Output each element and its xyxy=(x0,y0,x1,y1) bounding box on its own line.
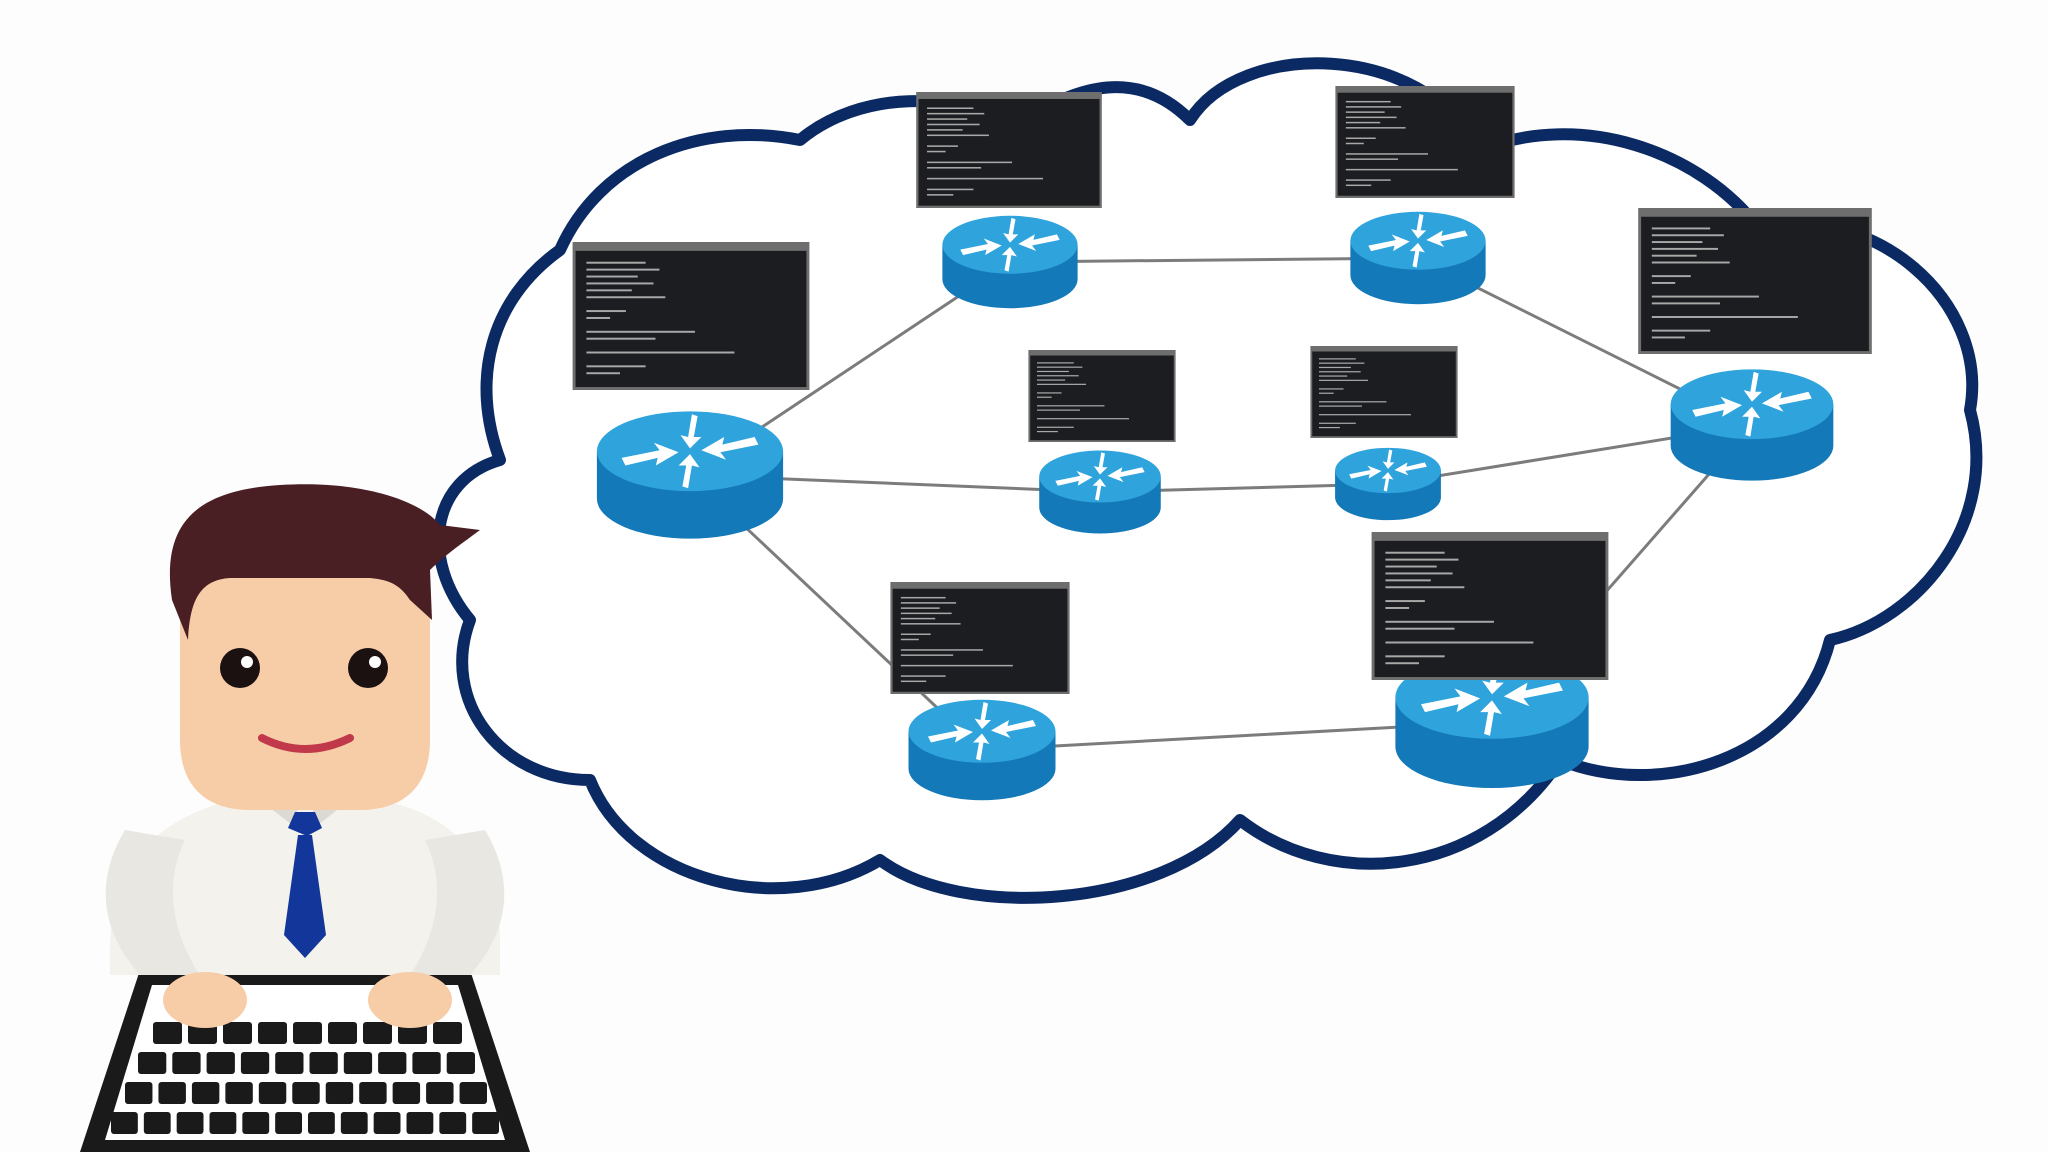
terminal-window-icon xyxy=(1028,350,1176,442)
keyboard-key xyxy=(191,1082,220,1104)
keyboard-key xyxy=(275,1052,304,1074)
keyboard-key xyxy=(472,1112,499,1134)
router-icon xyxy=(1039,450,1161,534)
keyboard-key xyxy=(363,1022,392,1044)
keyboard-key xyxy=(433,1022,462,1044)
terminal-window-icon xyxy=(890,582,1070,694)
cloud-outline xyxy=(432,57,1983,904)
keyboard-key xyxy=(158,1082,186,1104)
left-eye-icon xyxy=(220,648,260,688)
keyboard-key xyxy=(125,1082,153,1104)
terminal-window-icon xyxy=(1310,346,1458,438)
keyboard-key xyxy=(439,1112,467,1134)
network-engineer-icon xyxy=(80,484,530,1152)
keyboard-key xyxy=(446,1052,475,1074)
keyboard-key xyxy=(240,1052,270,1074)
keyboard-key xyxy=(343,1052,373,1074)
keyboard-key xyxy=(426,1082,454,1104)
keyboard-key xyxy=(308,1112,335,1134)
terminal-window-icon xyxy=(1335,86,1515,198)
keyboard-key xyxy=(206,1052,235,1074)
keyboard-key xyxy=(172,1052,201,1074)
keyboard-key xyxy=(176,1112,204,1134)
smile xyxy=(258,734,354,753)
keyboard-key xyxy=(359,1082,387,1104)
keyboard-key xyxy=(143,1112,171,1134)
router-icon xyxy=(942,215,1078,309)
terminal-window-icon xyxy=(572,242,810,390)
keyboard-key xyxy=(275,1112,302,1134)
router-icon xyxy=(1670,369,1834,481)
right-eye-icon xyxy=(348,648,388,688)
router-icon xyxy=(1335,447,1441,521)
router-icon xyxy=(908,699,1056,801)
keyboard-key xyxy=(242,1112,270,1134)
router-icon xyxy=(596,411,784,539)
keyboard-key xyxy=(325,1082,354,1104)
network-link-r2-r3 xyxy=(1009,256,1419,264)
laptop-keyboard-icon xyxy=(80,970,530,1152)
keyboard-key xyxy=(223,1022,252,1044)
keyboard-key xyxy=(292,1082,320,1104)
keyboard-key xyxy=(138,1052,167,1074)
keyboard-key xyxy=(459,1082,487,1104)
keyboard-key xyxy=(111,1112,138,1134)
terminal-window-icon xyxy=(1371,532,1609,680)
keyboard-key xyxy=(373,1112,401,1134)
keyboard-key xyxy=(378,1052,407,1074)
keyboard-key xyxy=(153,1022,182,1044)
face xyxy=(180,560,430,810)
keyboard-key xyxy=(406,1112,434,1134)
keyboard-key xyxy=(392,1082,421,1104)
keyboard-key xyxy=(258,1082,287,1104)
keyboard-key xyxy=(225,1082,253,1104)
terminal-window-icon xyxy=(916,92,1102,208)
keyboard-key xyxy=(328,1022,357,1044)
router-icon xyxy=(1350,211,1486,305)
keyboard-key xyxy=(412,1052,441,1074)
keyboard-key xyxy=(340,1112,368,1134)
keyboard-key xyxy=(309,1052,338,1074)
keyboard-key xyxy=(258,1022,287,1044)
keyboard-key xyxy=(209,1112,237,1134)
terminal-window-icon xyxy=(1638,208,1872,354)
keyboard-key xyxy=(293,1022,322,1044)
hair xyxy=(169,484,480,640)
